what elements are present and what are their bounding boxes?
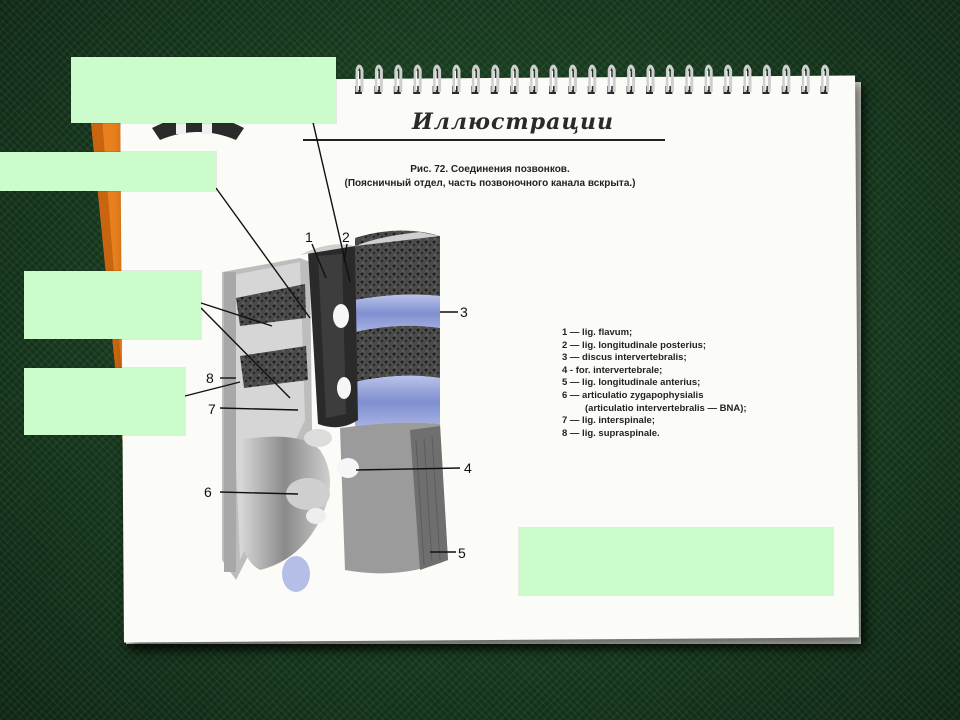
leader-line-mid-left-b xyxy=(200,307,291,399)
legend-item: 8 — lig. supraspinale. xyxy=(562,427,660,439)
leader-line-top xyxy=(311,117,351,283)
legend-item: 5 — lig. longitudinale anterius; xyxy=(562,377,701,389)
legend-item: 3 — discus intervertebralis; xyxy=(562,352,687,364)
callout-line-6 xyxy=(219,491,299,495)
label-box-bottom-right[interactable] xyxy=(519,528,833,595)
callout-number-6: 6 xyxy=(204,484,212,500)
spiral-ring xyxy=(801,64,810,94)
spiral-ring xyxy=(471,64,480,94)
spiral-ring xyxy=(743,64,752,94)
spiral-ring xyxy=(549,64,558,94)
leader-line-lower-left xyxy=(184,381,241,397)
label-box-mid-left[interactable] xyxy=(24,271,201,339)
figure-caption-title: Рис. 72. Соединения позвонков. xyxy=(410,164,570,175)
spiral-ring xyxy=(723,64,733,94)
callout-number-3: 3 xyxy=(460,304,468,320)
legend-item: 7 — lig. interspinale; xyxy=(562,415,655,427)
label-box-top[interactable] xyxy=(71,57,336,123)
legend-item: 4 - for. intervertebrale; xyxy=(562,364,663,376)
callout-number-2: 2 xyxy=(342,229,350,245)
spiral-ring xyxy=(684,64,694,94)
callout-number-5: 5 xyxy=(458,545,466,561)
spiral-ring xyxy=(510,64,519,94)
spiral-ring xyxy=(820,64,830,94)
callout-number-4: 4 xyxy=(464,460,472,476)
spiral-ring xyxy=(374,64,383,94)
label-box-lower-left[interactable] xyxy=(24,368,185,435)
spiral-ring xyxy=(490,64,500,94)
callout-line-7 xyxy=(219,407,299,411)
callout-line-4 xyxy=(355,467,461,471)
label-box-upper-left[interactable] xyxy=(0,152,216,191)
heading-underline xyxy=(303,139,665,141)
page-heading: Иллюстрации xyxy=(412,109,614,135)
spiral-ring xyxy=(607,64,616,94)
spiral-ring xyxy=(529,64,539,94)
legend-item: 1 — lig. flavum; xyxy=(562,327,633,338)
callout-number-7: 7 xyxy=(208,401,216,417)
spiral-ring xyxy=(762,64,771,94)
callout-number-1: 1 xyxy=(305,229,313,245)
spiral-ring xyxy=(413,64,422,94)
spiral-ring xyxy=(646,64,655,94)
spiral-ring xyxy=(587,64,597,94)
spiral-ring xyxy=(626,64,636,94)
spiral-ring xyxy=(781,64,791,94)
leader-line-mid-left-a xyxy=(200,302,273,327)
callout-line-1 xyxy=(311,243,327,279)
legend-item: 6 — articulatio zygapophysialis xyxy=(562,389,704,401)
spiral-ring xyxy=(704,64,713,94)
spiral-ring xyxy=(355,64,364,94)
spiral-ring xyxy=(452,64,461,94)
spiral-ring xyxy=(393,64,403,94)
spiral-ring xyxy=(432,64,442,94)
figure-caption-subtitle: (Поясничный отдел, часть позвоночного ка… xyxy=(344,178,636,189)
spiral-ring xyxy=(665,64,674,94)
spiral-ring xyxy=(568,64,577,94)
spiral-binding xyxy=(355,64,830,94)
callout-number-8: 8 xyxy=(206,370,214,386)
legend-list: 1 — lig. flavum; 2 — lig. longitudinale … xyxy=(562,327,747,440)
legend-item: (articulatio intervertebralis — BNA); xyxy=(585,402,747,414)
legend-item: 2 — lig. longitudinale posterius; xyxy=(562,339,707,351)
leader-line-upper-left xyxy=(215,187,311,319)
